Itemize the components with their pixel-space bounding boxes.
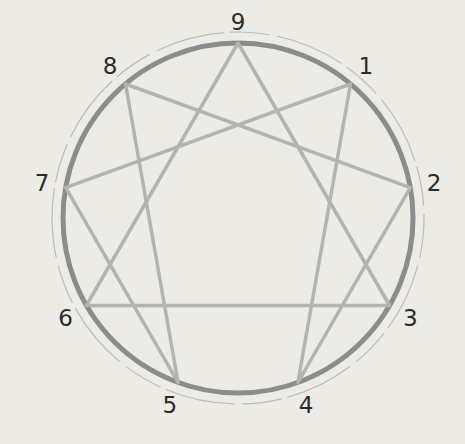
point-number: 4 xyxy=(299,394,314,417)
point-number: 9 xyxy=(231,11,246,34)
point-number: 7 xyxy=(35,172,50,195)
point-number: 1 xyxy=(359,54,374,77)
outer-sketch-ring xyxy=(52,32,424,404)
point-number: 6 xyxy=(58,306,73,329)
triangle-lines xyxy=(86,43,389,306)
point-number: 5 xyxy=(163,394,178,417)
point-number: 3 xyxy=(403,306,418,329)
enneagram-circle xyxy=(63,43,413,393)
hexad-lines xyxy=(66,84,411,383)
point-number: 8 xyxy=(103,54,118,77)
point-number: 2 xyxy=(427,172,442,195)
